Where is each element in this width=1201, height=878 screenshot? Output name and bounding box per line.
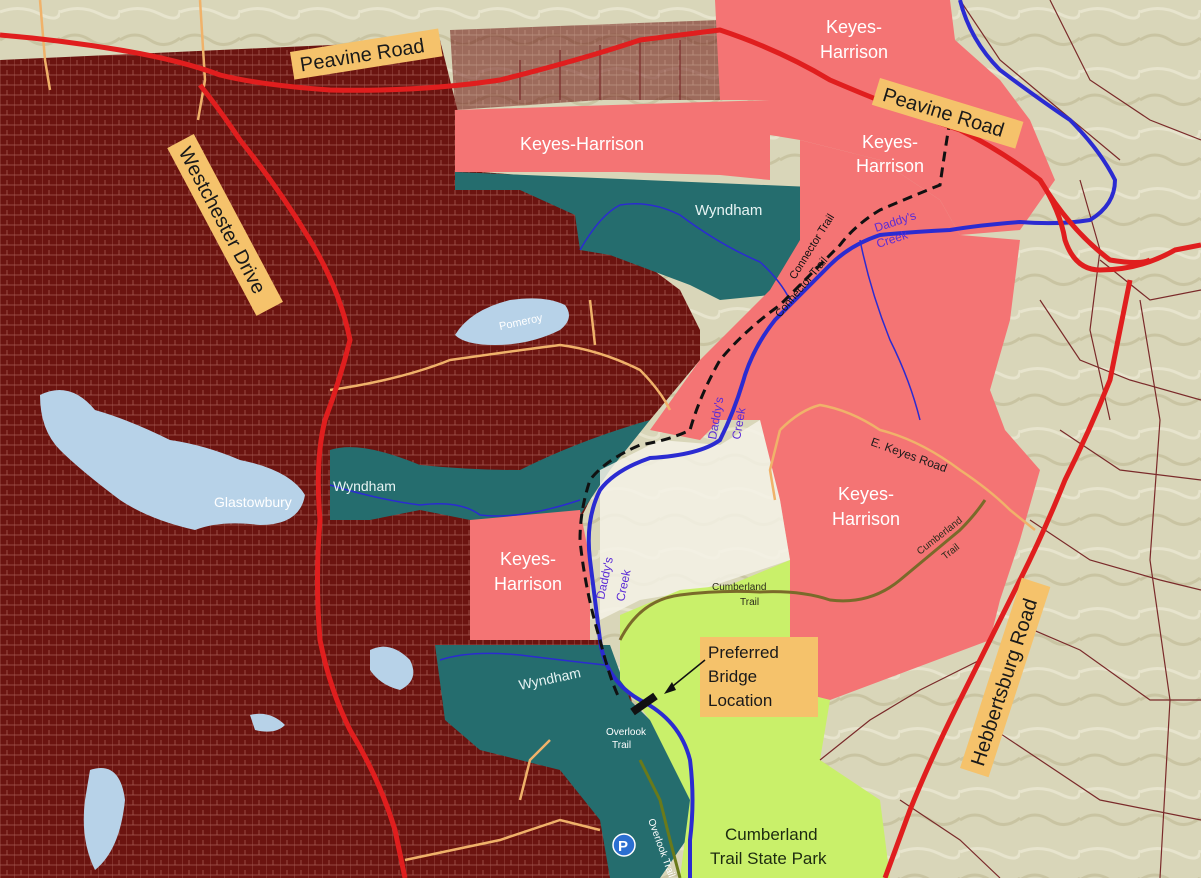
label-glastowbury: Glastowbury — [214, 494, 292, 510]
label-keyes-harrison-ne-1: Keyes- — [862, 132, 918, 152]
label-cumberland-trail-1b: Trail — [740, 597, 759, 608]
label-overlook-trail-1: Overlook — [606, 727, 647, 738]
label-cumberland-trail-1a: Cumberland — [712, 582, 766, 593]
main-roads — [0, 27, 1201, 878]
cumberland-trail-state-park-area — [620, 560, 890, 878]
cumberland-trail-park-edge — [638, 759, 682, 878]
label-keyes-harrison-ne-2: Harrison — [856, 156, 924, 176]
parking-label: P — [618, 838, 628, 855]
creek-branches — [329, 203, 921, 666]
cumberland-trail-line — [618, 499, 987, 641]
label-keyes-harrison-central-2: Harrison — [494, 574, 562, 594]
parking-marker[interactable]: P — [612, 833, 636, 857]
local-roads — [38, 0, 1036, 862]
westchester-drive-line — [198, 83, 408, 878]
lake-small-1 — [370, 646, 414, 690]
label-keyes-harrison-north-2: Harrison — [820, 42, 888, 62]
label-keyes-harrison-west: Keyes-Harrison — [520, 134, 644, 154]
label-keyes-harrison-central-1: Keyes- — [500, 549, 556, 569]
label-wyndham-north: Wyndham — [695, 202, 762, 219]
callout-box — [700, 637, 818, 717]
bridge-marker — [630, 692, 658, 716]
callout-line-1: Preferred — [708, 643, 779, 662]
peavine-road-line — [0, 27, 1201, 273]
label-keyes-harrison-east-2: Harrison — [832, 509, 900, 529]
connector-trail — [578, 119, 952, 701]
callout-line-2: Bridge — [708, 667, 757, 686]
label-cumberland-park-2: Trail State Park — [710, 849, 827, 868]
callout-arrow-line — [667, 659, 706, 691]
callout-line-3: Location — [708, 691, 772, 710]
label-wyndham-middle: Wyndham — [333, 478, 396, 494]
keyes-harrison-area-west — [455, 100, 770, 180]
label-daddys-creek-3b: Creek — [613, 567, 634, 602]
keyes-harrison-area-north — [715, 0, 1055, 235]
wyndham-area-north — [455, 172, 835, 300]
keyes-harrison-area-central — [470, 510, 590, 640]
lake-small-3 — [250, 713, 285, 732]
parcel-lines — [519, 0, 1201, 878]
hebbertsburg-road-line — [882, 279, 1133, 878]
lake-small-2 — [83, 768, 125, 870]
label-keyes-harrison-east-1: Keyes- — [838, 484, 894, 504]
label-daddys-creek-2b: Creek — [729, 406, 749, 441]
parking-icon — [612, 833, 636, 857]
callout-preferred-bridge: Preferred Bridge Location — [664, 637, 818, 717]
label-overlook-trail-2: Trail — [612, 740, 631, 751]
open-field — [600, 420, 790, 620]
label-cumberland-park-1: Cumberland — [725, 825, 818, 844]
lake-glastowbury — [40, 390, 305, 530]
wyndham-area-middle — [330, 420, 650, 520]
residential-area-north — [450, 20, 720, 110]
wyndham-area-south — [435, 645, 700, 878]
lake-pomeroy — [455, 298, 569, 345]
keyes-harrison-area-east — [650, 140, 1040, 700]
callout-arrowhead-icon — [664, 682, 676, 694]
label-keyes-harrison-north-1: Keyes- — [826, 17, 882, 37]
